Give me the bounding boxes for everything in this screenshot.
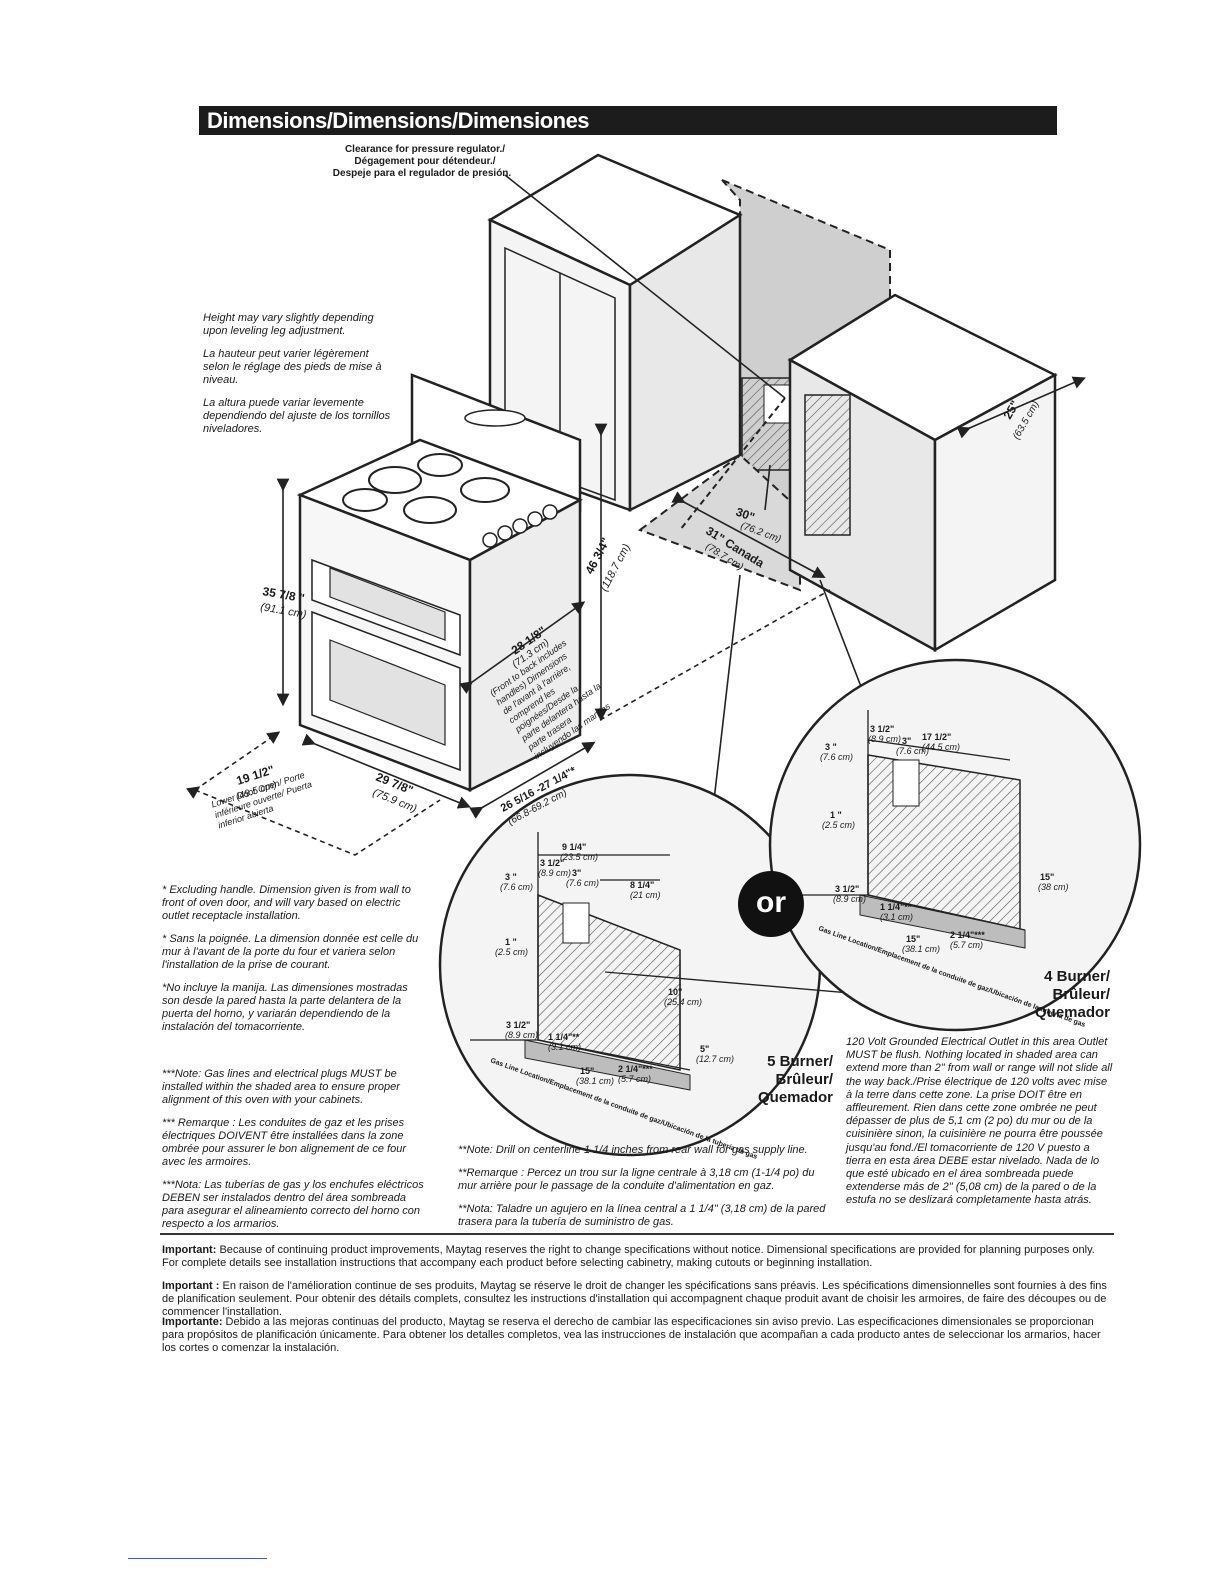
five-burner-label-es: Quemador	[757, 1089, 833, 1106]
important-fr: Important : En raison de l'amélioration …	[162, 1280, 1114, 1319]
4b-d-1-1-4-cm: (3.1 cm)	[880, 912, 913, 922]
height-note: Height may vary slightly depending upon …	[203, 312, 393, 446]
4b-d-15-cm: (38.1 cm)	[902, 944, 940, 954]
fb-d-8-1-4: 8 1/4"	[630, 880, 654, 890]
fb-d-15-cm: (38.1 cm)	[576, 1076, 614, 1086]
4b-d-bl-3-1-2: 3 1/2"	[835, 884, 859, 894]
regulator-callout-fr: Dégagement pour détendeur./	[354, 156, 495, 167]
four-burner-detail	[768, 658, 1142, 1032]
note-drill-es: **Nota: Taladre un agujero en la línea c…	[458, 1203, 826, 1228]
four-burner-label-es: Quemador	[1034, 1004, 1110, 1021]
fb-d-2-1-4: 2 1/4"***	[618, 1064, 653, 1074]
or-badge: or	[738, 871, 804, 937]
page-title: Dimensions/Dimensions/Dimensiones	[199, 106, 1057, 135]
important-en: Important: Because of continuing product…	[162, 1244, 1114, 1270]
4b-d-2-1-4: 2 1/4"***	[950, 930, 985, 940]
important-en-label: Important:	[162, 1244, 217, 1256]
important-es-text: Debido a las mejoras continuas del produ…	[162, 1316, 1101, 1354]
fb-d-3-cm: (7.6 cm)	[566, 878, 599, 888]
notes-left: * Excluding handle. Dimension given is f…	[162, 884, 424, 1241]
fb-d-1: 1 "	[505, 937, 517, 947]
height-note-en: Height may vary slightly depending upon …	[203, 312, 374, 337]
4b-d-1-1-4: 1 1/4"**	[880, 902, 912, 912]
fb-d-2-1-4-cm: (5.7 cm)	[618, 1074, 651, 1084]
note-excluding-handle-en: * Excluding handle. Dimension given is f…	[162, 884, 411, 922]
fb-d-8-1-4-cm: (21 cm)	[630, 890, 661, 900]
five-burner-label-en: 5 Burner/	[767, 1053, 833, 1070]
note-drill-en: **Note: Drill on centerline 1 1/4 inches…	[458, 1144, 808, 1156]
fb-d-3v-cm: (7.6 cm)	[500, 882, 533, 892]
fb-d-9-1-4-cm: (23.5 cm)	[560, 852, 598, 862]
regulator-callout-en: Clearance for pressure regulator./	[345, 144, 505, 155]
important-fr-label: Important :	[162, 1280, 220, 1292]
outlet-note: 120 Volt Grounded Electrical Outlet in t…	[846, 1036, 1113, 1207]
right-cabinet	[787, 293, 1058, 653]
fb-d-5-cm: (12.7 cm)	[696, 1054, 734, 1064]
4b-d-15v-cm: (38 cm)	[1038, 882, 1069, 892]
divider	[160, 1233, 1114, 1235]
fb-d-5: 5"	[700, 1044, 709, 1054]
fb-d-10: 10"	[668, 987, 682, 997]
fb-d-15: 15"	[580, 1066, 594, 1076]
important-en-text: Because of continuing product improvemen…	[162, 1244, 1095, 1269]
four-burner-label-fr: Brûleur/	[1052, 986, 1110, 1003]
height-note-fr: La hauteur peut varier légèrement selon …	[203, 348, 382, 386]
fb-d-10-cm: (25.4 cm)	[664, 997, 702, 1007]
fb-d-9-1-4: 9 1/4"	[562, 842, 586, 852]
fb-d-3-1-2-cm: (8.9 cm)	[538, 868, 571, 878]
fb-d-bl-3-1-2-cm: (8.9 cm)	[505, 1030, 538, 1040]
five-burner-detail	[438, 773, 991, 1157]
fb-d-3: 3"	[572, 868, 581, 878]
4b-d-1-cm: (2.5 cm)	[822, 820, 855, 830]
4b-d-3v: 3 "	[825, 742, 837, 752]
height-note-es: La altura puede variar levemente dependi…	[203, 397, 391, 435]
4b-d-15v: 15"	[1040, 872, 1054, 882]
note-excluding-handle-fr: * Sans la poignée. La dimension donnée e…	[162, 933, 419, 971]
4b-d-bl-3-1-2-cm: (8.9 cm)	[833, 894, 866, 904]
regulator-callout-es: Despeje para el regulador de presión.	[333, 168, 512, 179]
important-es-label: Importante:	[162, 1316, 223, 1328]
fb-d-bl-3-1-2: 3 1/2"	[506, 1020, 530, 1030]
dim-cutout-30: 30"	[734, 505, 757, 525]
fb-d-1-1-4: 1 1/4"**	[548, 1032, 580, 1042]
five-burner-label: 5 Burner/ Brûleur/ Quemador	[738, 1053, 833, 1107]
4b-d-3v-cm: (7.6 cm)	[820, 752, 853, 762]
dimension-lines	[186, 174, 1086, 856]
fb-d-1-cm: (2.5 cm)	[495, 947, 528, 957]
notes-drill: **Note: Drill on centerline 1 1/4 inches…	[458, 1144, 830, 1239]
4b-d-15: 15"	[906, 934, 920, 944]
note-drill-fr: **Remarque : Percez un trou sur la ligne…	[458, 1167, 815, 1192]
4b-d-17-1-2: 17 1/2"	[922, 732, 951, 742]
note-gas-lines-fr: *** Remarque : Les conduites de gaz et l…	[162, 1117, 406, 1168]
4b-d-3-1-2: 3 1/2"	[870, 724, 894, 734]
4b-d-1: 1 "	[830, 810, 842, 820]
note-gas-lines-es: ***Nota: Las tuberías de gas y los enchu…	[162, 1179, 424, 1230]
fb-d-3v: 3 "	[505, 872, 517, 882]
4b-d-17-1-2-cm: (44.5 cm)	[922, 742, 960, 752]
4b-d-3: 3"	[902, 736, 911, 746]
4b-d-3-cm: (7.6 cm)	[896, 746, 929, 756]
important-es: Importante: Debido a las mejoras continu…	[162, 1316, 1114, 1355]
important-fr-text: En raison de l'amélioration continue de …	[162, 1280, 1107, 1318]
four-burner-label: 4 Burner/ Brûleur/ Quemador	[1015, 968, 1110, 1022]
4b-d-3-1-2-cm: (8.9 cm)	[868, 734, 901, 744]
note-gas-lines-en: ***Note: Gas lines and electrical plugs …	[162, 1068, 400, 1106]
footer-link-underline	[128, 1558, 267, 1559]
4b-d-2-1-4-cm: (5.7 cm)	[950, 940, 983, 950]
four-burner-label-en: 4 Burner/	[1044, 968, 1110, 985]
five-burner-label-fr: Brûleur/	[775, 1071, 833, 1088]
note-excluding-handle-es: *No incluye la manija. Las dimensiones m…	[162, 982, 408, 1033]
fb-d-3-1-2: 3 1/2"	[540, 858, 564, 868]
fb-d-1-1-4-cm: (3.1 cm)	[548, 1042, 581, 1052]
